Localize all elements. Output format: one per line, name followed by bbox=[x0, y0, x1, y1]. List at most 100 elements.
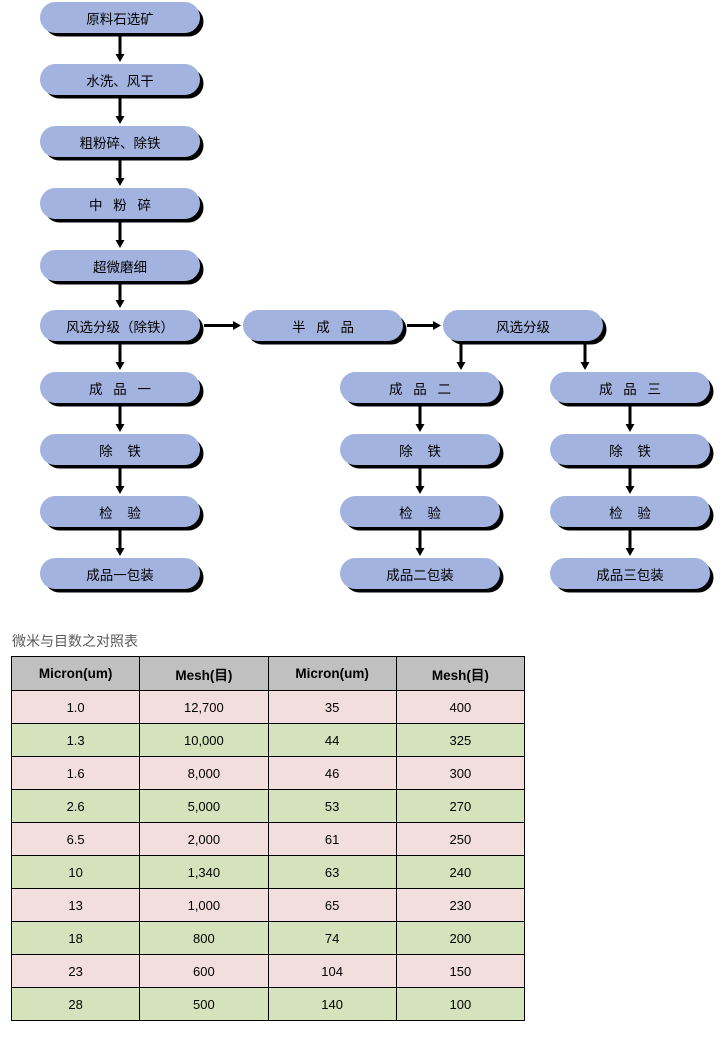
flow-node-air-class-fe: 风选分级（除铁） bbox=[40, 310, 200, 341]
arrow-deiron-3-to-inspect-3 bbox=[625, 466, 635, 494]
table-cell: 2,000 bbox=[139, 822, 269, 856]
flow-node-deiron-2: 除 铁 bbox=[340, 434, 500, 465]
flow-node-raw-ore: 原料石选矿 bbox=[40, 2, 200, 33]
table-col-header-2: Micron(um) bbox=[267, 656, 397, 691]
arrow-ultrafine-mill-to-air-class-fe bbox=[115, 282, 125, 308]
table-cell: 1,340 bbox=[139, 855, 269, 889]
flow-node-label: 检 验 bbox=[609, 505, 657, 521]
table-cell: 10 bbox=[10, 855, 141, 889]
flowchart-arrows bbox=[115, 34, 635, 556]
flow-node-product-1: 成 品 一 bbox=[40, 372, 200, 403]
flow-node-product-2: 成 品 二 bbox=[340, 372, 500, 403]
table-cell: 100 bbox=[395, 987, 526, 1021]
flow-node-pack-1: 成品一包装 bbox=[40, 558, 200, 589]
micron-mesh-section: 微米与目数之对照表 Micron(um)Mesh(目)Micron(um)Mes… bbox=[10, 632, 526, 1021]
flow-node-label: 成 品 一 bbox=[88, 381, 155, 397]
flow-node-label: 成品二包装 bbox=[386, 567, 454, 583]
flow-node-label: 风选分级（除铁） bbox=[66, 319, 174, 335]
flow-node-label: 检 验 bbox=[399, 505, 447, 521]
flow-node-deiron-3: 除 铁 bbox=[550, 434, 710, 465]
flow-node-pack-2: 成品二包装 bbox=[340, 558, 500, 589]
table-cell: 74 bbox=[267, 921, 397, 955]
table-cell: 270 bbox=[395, 789, 526, 823]
arrow-medium-crush-to-ultrafine-mill bbox=[115, 220, 125, 248]
flow-node-inspect-2: 检 验 bbox=[340, 496, 500, 527]
flow-node-label: 原料石选矿 bbox=[86, 11, 154, 27]
arrow-wash-dry-to-coarse-crush bbox=[115, 96, 125, 124]
arrow-inspect-3-to-pack-3 bbox=[625, 528, 635, 556]
flow-node-medium-crush: 中 粉 碎 bbox=[40, 188, 200, 219]
table-cell: 104 bbox=[267, 954, 397, 988]
table-cell: 1.6 bbox=[10, 756, 141, 790]
table-cell: 1,000 bbox=[139, 888, 269, 922]
table-cell: 6.5 bbox=[10, 822, 141, 856]
table-cell: 10,000 bbox=[139, 723, 269, 757]
flow-node-label: 粗粉碎、除铁 bbox=[79, 135, 161, 151]
table-col-header-1: Mesh(目) bbox=[139, 656, 269, 691]
arrow-coarse-crush-to-medium-crush bbox=[115, 158, 125, 186]
table-cell: 200 bbox=[395, 921, 526, 955]
flow-node-label: 除 铁 bbox=[609, 443, 657, 459]
table-cell: 61 bbox=[267, 822, 397, 856]
flow-node-product-3: 成 品 三 bbox=[550, 372, 710, 403]
flow-node-label: 成 品 三 bbox=[598, 381, 665, 397]
table-col-header-3: Mesh(目) bbox=[395, 656, 526, 691]
table-cell: 13 bbox=[10, 888, 141, 922]
table-cell: 400 bbox=[395, 690, 526, 724]
table-cell: 800 bbox=[139, 921, 269, 955]
flow-node-inspect-1: 检 验 bbox=[40, 496, 200, 527]
table-cell: 500 bbox=[139, 987, 269, 1021]
arrow-product-1-to-deiron-1 bbox=[115, 404, 125, 432]
arrow-air-class-to-product-2 bbox=[456, 342, 466, 370]
arrow-raw-ore-to-wash-dry bbox=[115, 34, 125, 62]
table-cell: 63 bbox=[267, 855, 397, 889]
table-cell: 44 bbox=[267, 723, 397, 757]
arrow-deiron-2-to-inspect-2 bbox=[415, 466, 425, 494]
table-header-row: Micron(um)Mesh(目)Micron(um)Mesh(目) bbox=[10, 656, 526, 691]
flow-node-label: 除 铁 bbox=[99, 443, 147, 459]
table-cell: 230 bbox=[395, 888, 526, 922]
table-cell: 53 bbox=[267, 789, 397, 823]
table-cell: 35 bbox=[267, 690, 397, 724]
flow-node-label: 半 成 品 bbox=[291, 319, 358, 335]
table-cell: 12,700 bbox=[139, 690, 269, 724]
flow-node-air-class: 风选分级 bbox=[443, 310, 603, 341]
flow-node-label: 成 品 二 bbox=[388, 381, 455, 397]
flow-node-label: 成品三包装 bbox=[596, 567, 664, 583]
table-cell: 23 bbox=[10, 954, 141, 988]
table-cell: 240 bbox=[395, 855, 526, 889]
flow-node-label: 风选分级 bbox=[496, 319, 550, 335]
flow-node-semi-product: 半 成 品 bbox=[243, 310, 403, 341]
flow-node-label: 超微磨细 bbox=[93, 259, 147, 275]
flow-node-inspect-3: 检 验 bbox=[550, 496, 710, 527]
table-cell: 1.3 bbox=[10, 723, 141, 757]
flow-node-label: 检 验 bbox=[99, 505, 147, 521]
process-flowchart: 原料石选矿水洗、风干粗粉碎、除铁中 粉 碎超微磨细风选分级（除铁） 半 成 品 风选… bbox=[40, 2, 710, 589]
table-cell: 28 bbox=[10, 987, 141, 1021]
flow-node-coarse-crush: 粗粉碎、除铁 bbox=[40, 126, 200, 157]
table-cell: 5,000 bbox=[139, 789, 269, 823]
flow-node-label: 中 粉 碎 bbox=[88, 197, 155, 213]
table-cell: 150 bbox=[395, 954, 526, 988]
arrow-air-class-fe-to-product-1 bbox=[115, 342, 125, 370]
flow-node-pack-3: 成品三包装 bbox=[550, 558, 710, 589]
flow-node-wash-dry: 水洗、风干 bbox=[40, 64, 200, 95]
flow-node-deiron-1: 除 铁 bbox=[40, 434, 200, 465]
table-cell: 2.6 bbox=[10, 789, 141, 823]
arrow-product-3-to-deiron-3 bbox=[625, 404, 635, 432]
flow-node-label: 成品一包装 bbox=[86, 567, 154, 583]
table-cell: 8,000 bbox=[139, 756, 269, 790]
table-cell: 300 bbox=[395, 756, 526, 790]
table-head: Micron(um)Mesh(目)Micron(um)Mesh(目) bbox=[10, 656, 526, 691]
